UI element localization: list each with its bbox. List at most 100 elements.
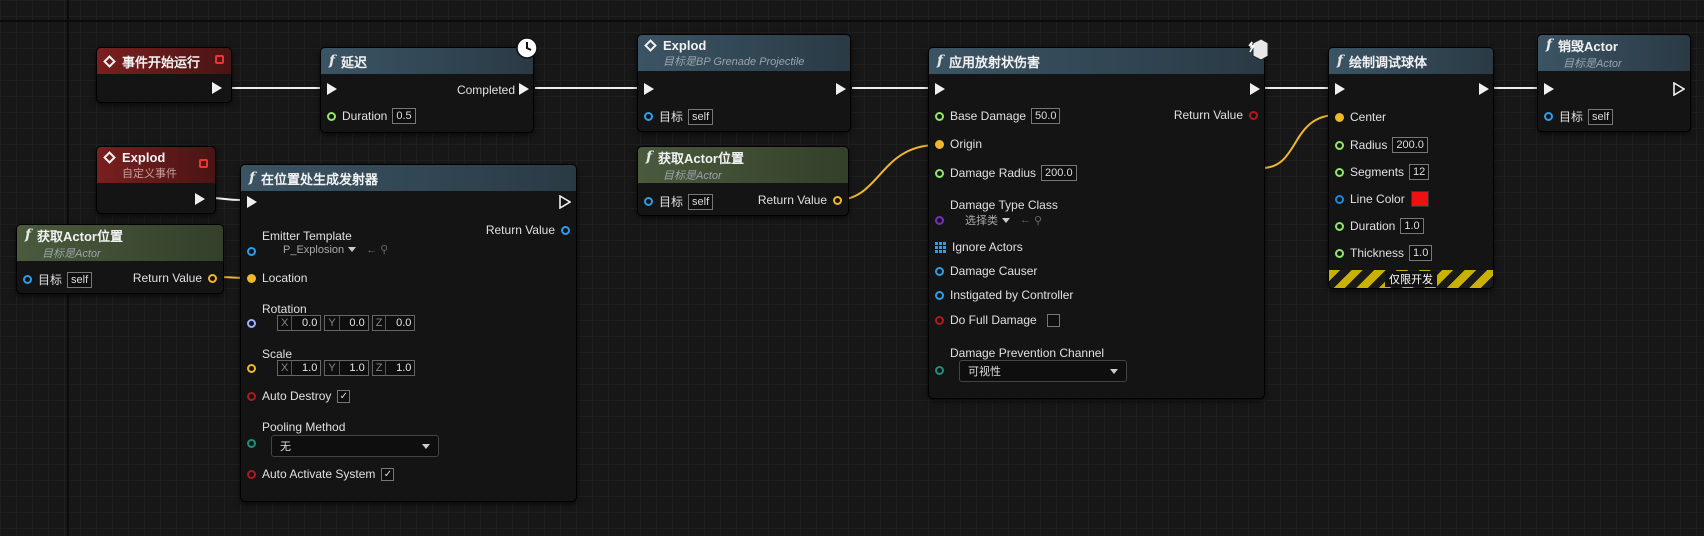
bool-pin[interactable] [247,391,256,401]
thickness-input[interactable]: 1.0 [1409,245,1433,261]
damage-type-pin-row[interactable]: Damage Type Class [935,192,1058,225]
float-pin[interactable] [1335,221,1344,231]
vector-pin[interactable] [935,139,944,149]
float-pin[interactable] [1335,140,1344,150]
line-color-pin-row[interactable]: Line Color [1335,191,1429,207]
array-pin-icon[interactable] [935,241,946,253]
damage-causer-pin-row[interactable]: Damage Causer [935,264,1037,278]
damage-radius-pin-row[interactable]: Damage Radius 200.0 [935,165,1077,181]
node-header[interactable]: f 获取Actor位置 目标是Actor [638,147,848,183]
delegate-pin-icon[interactable] [199,159,208,168]
auto-destroy-pin-row[interactable]: Auto Destroy ✓ [247,389,351,403]
bool-pin[interactable] [247,469,256,479]
pooling-method-dropdown[interactable]: 无 [271,435,439,457]
int-pin[interactable] [1335,167,1344,177]
auto-activate-checkbox[interactable]: ✓ [381,467,395,481]
get-actor-location-node[interactable]: f 获取Actor位置 目标是Actor 目标 self Return Valu… [637,146,849,216]
explod-call-node[interactable]: Explod 目标是BP Grenade Projectile 目标 self [637,34,851,132]
search-icon[interactable]: ⚲ [1034,214,1043,227]
class-pin[interactable] [935,216,944,225]
delay-node[interactable]: f 延迟 Completed Duration 0.5 [320,37,538,133]
duration-input[interactable]: 0.5 [392,108,416,124]
float-pin[interactable] [1335,248,1344,258]
object-pin[interactable] [644,112,653,121]
object-pin[interactable] [935,290,944,300]
damage-type-selector[interactable]: 选择类 ← ⚲ [965,212,1042,228]
full-damage-pin-row[interactable]: Do Full Damage [935,313,1060,327]
node-header[interactable]: f 延迟 [321,48,533,74]
byte-pin[interactable] [247,439,256,448]
draw-debug-sphere-node[interactable]: f 绘制调试球体 Center Radius 200.0 Segments 12… [1328,47,1494,289]
instigated-by-pin-row[interactable]: Instigated by Controller [935,288,1073,302]
struct-pin[interactable] [1335,194,1344,204]
node-header[interactable]: 事件开始运行 [97,48,231,74]
emitter-template-pin-row[interactable]: Emitter Template [247,223,352,256]
auto-destroy-checkbox[interactable]: ✓ [337,389,351,403]
delegate-pin-icon[interactable] [215,55,224,64]
exec-in-pin[interactable] [1544,83,1554,95]
vector-pin[interactable] [1335,112,1344,122]
emitter-template-selector[interactable]: P_Explosion ← ⚲ [283,243,389,257]
duration-pin-row[interactable]: Duration 0.5 [327,108,416,124]
prevention-channel-dropdown[interactable]: 可视性 [959,360,1127,382]
exec-out-hollow-pin[interactable] [1673,82,1685,96]
object-pin[interactable] [1544,112,1553,121]
object-pin[interactable] [23,275,32,284]
target-pin-row[interactable]: 目标 self [644,108,714,125]
completed-pin-row[interactable]: Completed [457,83,515,97]
full-damage-checkbox[interactable] [1046,313,1060,327]
return-value-pin-row[interactable]: Return Value [133,271,217,285]
float-pin[interactable] [327,111,336,121]
rotation-pin-row[interactable]: Rotation [247,295,307,328]
radius-input[interactable]: 200.0 [1392,137,1428,153]
rotator-pin[interactable] [247,319,256,328]
asset-dropdown[interactable]: P_Explosion [283,243,345,256]
exec-out-hollow-pin[interactable] [559,195,571,209]
target-pin-row[interactable]: 目标 self [1544,108,1614,125]
search-icon[interactable]: ⚲ [380,244,389,256]
back-arrow-icon[interactable]: ← [1020,214,1031,226]
exec-out-pin[interactable] [1479,83,1489,95]
thickness-pin-row[interactable]: Thickness 1.0 [1335,245,1433,261]
base-damage-input[interactable]: 50.0 [1031,108,1061,124]
explod-custom-event-node[interactable]: Explod 自定义事件 [96,146,216,214]
prevention-channel-pin-row[interactable]: Damage Prevention Channel [935,338,1104,375]
node-header[interactable]: f 获取Actor位置 目标是Actor [17,225,223,261]
vector-pin[interactable] [833,195,842,205]
exec-out-pin[interactable] [212,82,222,94]
radius-pin-row[interactable]: Radius 200.0 [1335,137,1428,153]
node-header[interactable]: Explod 目标是BP Grenade Projectile [638,35,850,71]
node-header[interactable]: f 在位置处生成发射器 [241,165,576,191]
object-pin[interactable] [561,225,570,235]
exec-out-pin[interactable] [836,83,846,95]
target-pin-row[interactable]: 目标 self [644,193,714,210]
destroy-actor-node[interactable]: f 销毁Actor 目标是Actor 目标 self [1537,34,1691,132]
return-value-pin-row[interactable]: Return Value [486,223,570,237]
begin-play-node[interactable]: 事件开始运行 [96,47,232,103]
duration-pin-row[interactable]: Duration 1.0 [1335,218,1424,234]
exec-in-pin[interactable] [1335,83,1345,95]
duration-input[interactable]: 1.0 [1400,218,1424,234]
pooling-method-pin-row[interactable]: Pooling Method [247,413,345,448]
exec-out-pin[interactable] [519,83,529,95]
auto-activate-pin-row[interactable]: Auto Activate System ✓ [247,467,395,481]
exec-in-pin[interactable] [644,83,654,95]
node-header[interactable]: f 应用放射状伤害 [929,48,1264,74]
segments-pin-row[interactable]: Segments 12 [1335,164,1430,180]
line-color-swatch[interactable] [1410,191,1429,207]
exec-out-pin[interactable] [195,193,205,205]
target-pin-row[interactable]: 目标 self [23,271,93,288]
exec-in-pin[interactable] [247,196,257,208]
exec-out-pin[interactable] [1250,83,1260,95]
bool-pin[interactable] [1249,110,1258,120]
node-header[interactable]: f 绘制调试球体 [1329,48,1493,74]
return-value-pin-row[interactable]: Return Value [758,193,842,207]
float-pin[interactable] [935,168,944,178]
exec-in-pin[interactable] [327,83,337,95]
byte-pin[interactable] [935,366,944,375]
